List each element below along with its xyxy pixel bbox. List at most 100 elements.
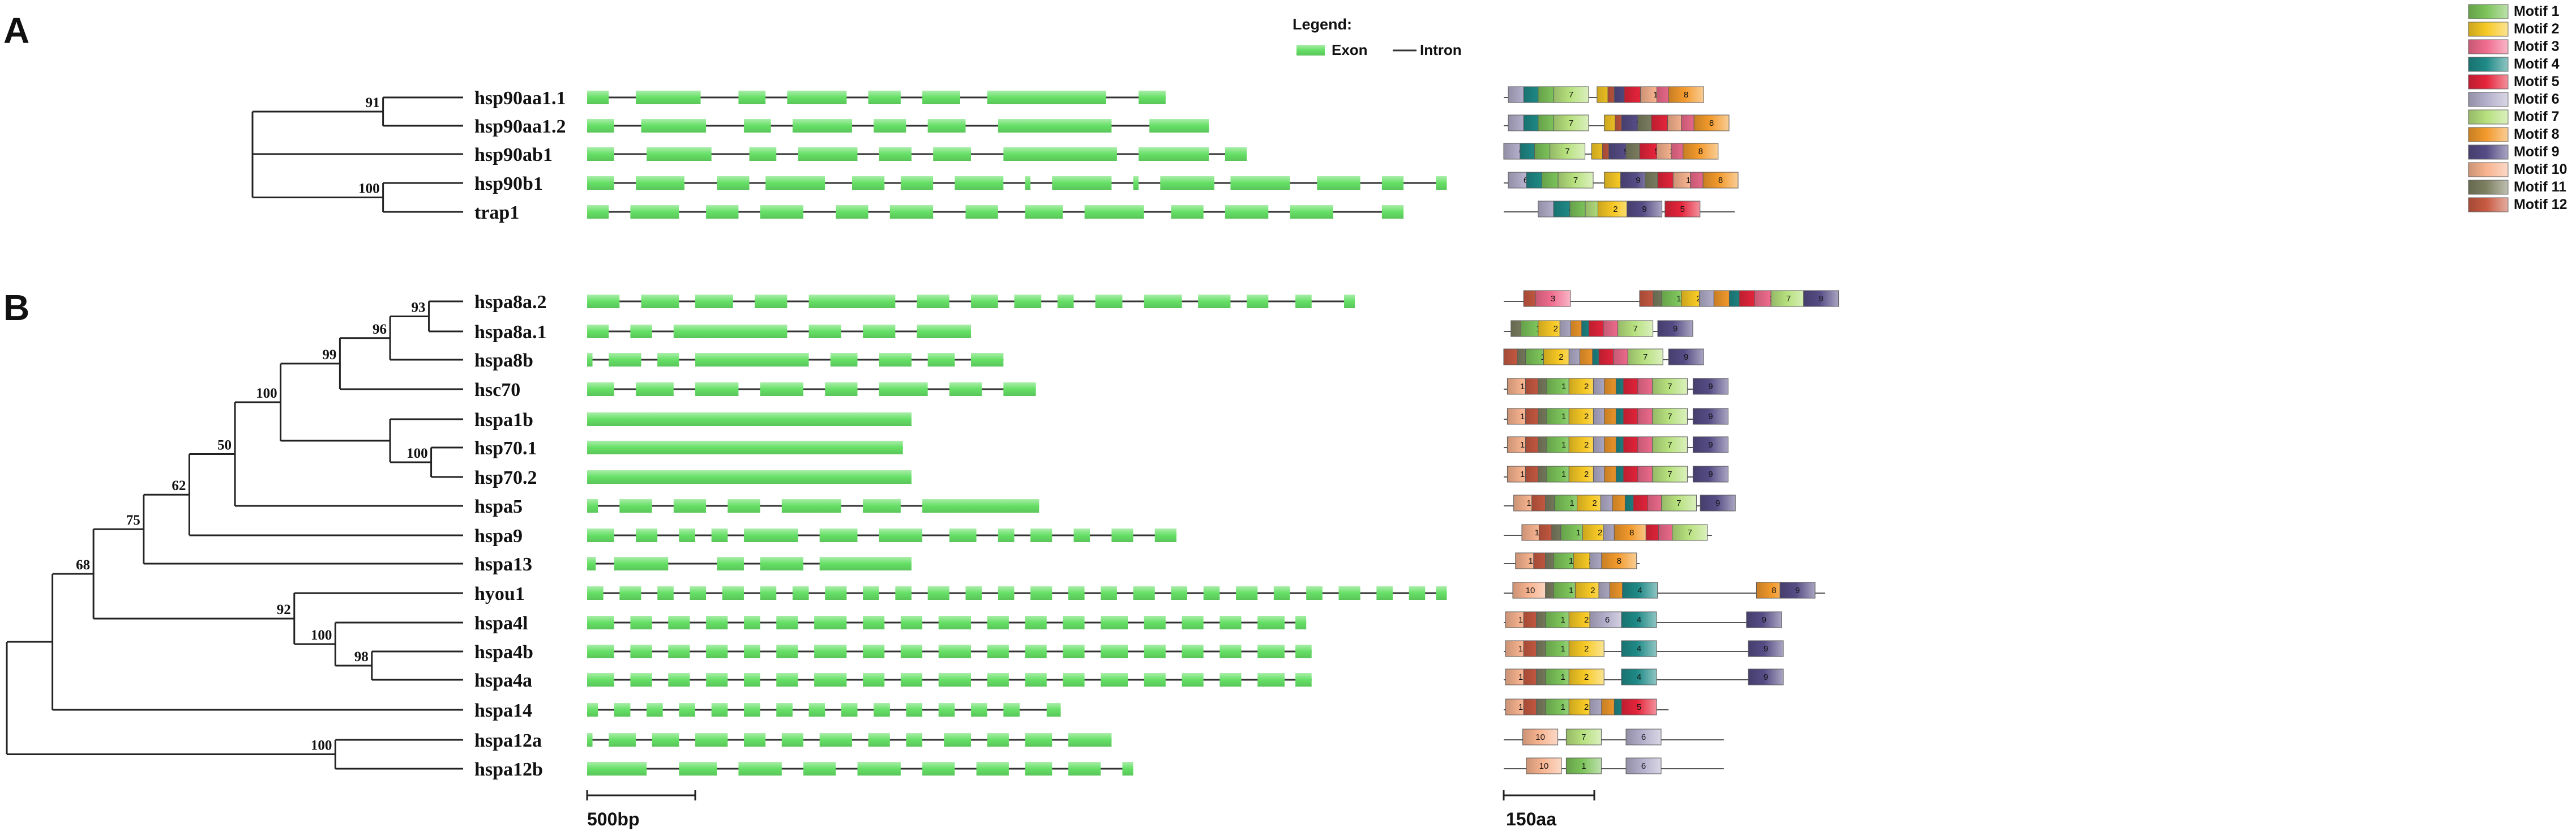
exon-block xyxy=(587,470,912,484)
exon-block xyxy=(949,529,977,542)
exon-block xyxy=(1295,616,1307,629)
motif-number: 6 xyxy=(1641,761,1646,771)
motif-number: 8 xyxy=(1709,118,1714,128)
motif-number: 9 xyxy=(1708,412,1713,421)
motif-number: 1 xyxy=(1560,644,1565,654)
exon-block xyxy=(706,645,728,658)
exon-block xyxy=(1046,703,1061,717)
motif-number: 1 xyxy=(1561,440,1566,450)
exon-block xyxy=(917,325,972,338)
motif-number: 1 xyxy=(1561,412,1566,421)
motif-block xyxy=(1770,290,1807,307)
exon-block xyxy=(668,645,690,658)
exon-block xyxy=(1139,147,1209,161)
exon-block xyxy=(755,295,788,308)
exon-block xyxy=(743,645,760,658)
exon-block xyxy=(879,147,912,161)
motif-number: 6 xyxy=(1641,732,1646,742)
exon-block xyxy=(760,382,803,396)
exon-block xyxy=(776,703,793,717)
exon-block xyxy=(808,295,896,308)
motif-number: 7 xyxy=(1581,732,1586,742)
motif-block xyxy=(1661,495,1697,512)
motif-block xyxy=(1657,320,1693,337)
motif-block xyxy=(1621,668,1657,685)
exon-block xyxy=(1198,295,1231,308)
legend-exon-swatch xyxy=(1296,45,1325,56)
exon-block xyxy=(1236,586,1258,600)
motif-block xyxy=(1535,290,1571,307)
motif-number: 7 xyxy=(1667,440,1672,450)
exon-block xyxy=(1182,645,1204,658)
motif-number: 4 xyxy=(1637,644,1641,654)
exon-block xyxy=(587,441,903,454)
exon-block xyxy=(781,499,841,513)
legend-title: Legend: xyxy=(1293,16,1352,33)
motif-block xyxy=(1668,86,1704,103)
legend-intron-label: Intron xyxy=(1420,41,1462,58)
gene-name: hspa4b xyxy=(474,642,533,663)
gene-name: hspa4l xyxy=(474,613,528,634)
exon-block xyxy=(1381,205,1404,219)
exon-block xyxy=(863,673,885,687)
motif-number: 2 xyxy=(1584,382,1589,391)
exon-block xyxy=(635,382,674,396)
motif-block xyxy=(1614,524,1650,541)
exon-block xyxy=(587,673,614,687)
gene-name: hspa4a xyxy=(474,670,532,691)
motif-key-swatch xyxy=(2468,74,2509,90)
gene-name: hspa5 xyxy=(474,496,523,517)
exon-block xyxy=(895,586,912,600)
legend-exon-label: Exon xyxy=(1332,41,1368,58)
exon-block xyxy=(857,762,901,776)
exon-block xyxy=(1295,673,1312,687)
exon-block xyxy=(1225,205,1269,219)
motif-number: 7 xyxy=(1573,176,1578,185)
exon-block xyxy=(587,762,647,776)
exon-block xyxy=(987,91,1106,104)
exon-block xyxy=(922,91,960,104)
exon-block xyxy=(1144,295,1182,308)
exon-block xyxy=(1063,616,1085,629)
exon-block xyxy=(781,733,803,747)
exon-block xyxy=(619,586,641,600)
motif-number: 1 xyxy=(1581,761,1586,771)
motif-block xyxy=(1627,348,1663,365)
exon-block xyxy=(635,529,658,542)
exon-block xyxy=(743,673,760,687)
gene-name: hsc70 xyxy=(474,380,520,401)
exon-block xyxy=(641,119,707,133)
motif-key-swatch xyxy=(2468,162,2509,177)
exon-block xyxy=(587,205,609,219)
motif-key-label: Motif 8 xyxy=(2514,126,2560,142)
motif-number: 8 xyxy=(1629,528,1634,538)
exon-block xyxy=(630,673,652,687)
motif-key-swatch xyxy=(2468,127,2509,142)
exon-block xyxy=(906,703,923,717)
exon-block xyxy=(1203,586,1220,600)
exon-block xyxy=(938,673,972,687)
gene-name: hspa14 xyxy=(474,700,532,721)
exon-block xyxy=(711,703,728,717)
bootstrap-value: 92 xyxy=(277,602,291,617)
exon-block xyxy=(765,176,825,190)
exon-block xyxy=(1219,645,1242,658)
exon-block xyxy=(673,325,788,338)
exon-block xyxy=(776,673,798,687)
exon-block xyxy=(749,147,777,161)
motif-key-label: Motif 7 xyxy=(2514,109,2560,125)
motif-number: 1 xyxy=(1561,470,1566,479)
bootstrap-value: 100 xyxy=(311,738,332,753)
exon-block xyxy=(879,529,923,542)
exon-block xyxy=(743,119,771,133)
motif-number: 2 xyxy=(1559,352,1563,362)
motif-number: 5 xyxy=(1637,702,1641,712)
gene-name: hspa12a xyxy=(474,730,542,751)
exon-block xyxy=(949,382,982,396)
gene-name: hsp90aa1.2 xyxy=(474,116,566,137)
exon-block xyxy=(647,703,663,717)
exon-block xyxy=(1101,645,1128,658)
exon-block xyxy=(614,703,631,717)
